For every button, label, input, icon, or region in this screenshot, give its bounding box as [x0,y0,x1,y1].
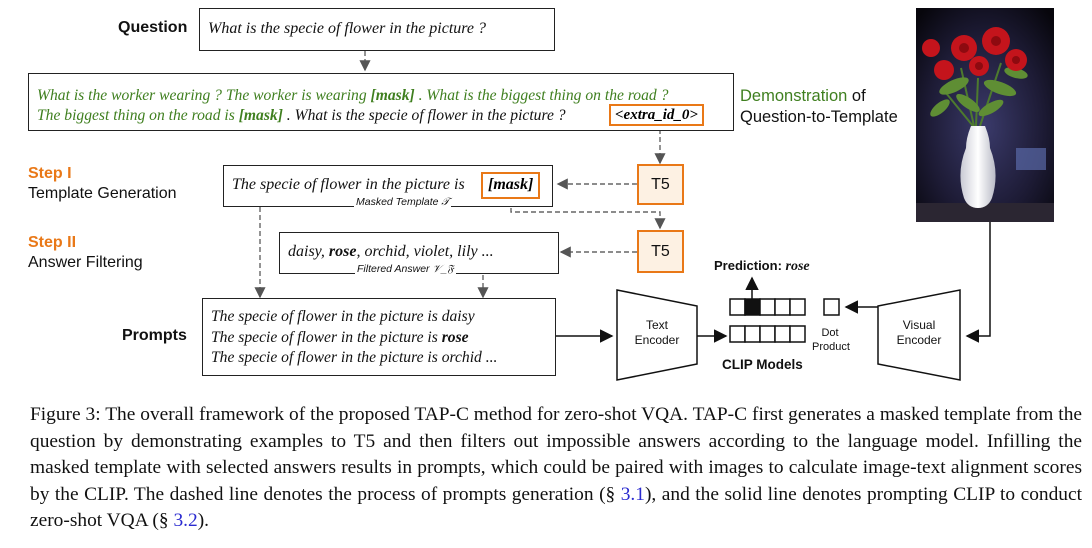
prompt-line: The specie of flower in the picture is r… [211,328,497,349]
dot-product-line: Product [812,341,850,353]
t5-model-box: T5 [637,164,684,205]
flower-vase-illustration [916,8,1054,222]
demo-line-1: What is the worker wearing ? The worker … [37,87,668,105]
demo-mask: [mask] [238,107,283,124]
prediction-prefix: Prediction: [714,258,786,273]
demo-text: . What is the biggest thing on the road … [414,87,669,104]
masked-template-text: The specie of flower in the picture is [232,176,465,194]
prediction-label: Prediction: rose [714,258,810,275]
answer-text: , orchid, violet, lily ... [356,243,494,260]
embedding-cell [774,298,791,316]
text-encoder-shape [616,289,698,381]
embedding-cell [774,325,791,343]
caption-text: Figure 3: The overall framework of the p… [30,404,1082,505]
clip-models-label: CLIP Models [722,357,803,372]
question-text: What is the specie of flower in the pict… [208,20,487,37]
demonstration-box: What is the worker wearing ? The worker … [28,73,734,131]
demonstration-label-word: Demonstration [740,87,848,105]
demonstration-label: Demonstration of Question-to-Template [740,86,898,128]
section-ref-link[interactable]: 3.1 [620,483,645,505]
t5-model-box: T5 [637,230,684,273]
answer-text: daisy, [288,243,329,260]
filtered-answers-text: daisy, rose, orchid, violet, lily ... [288,243,494,261]
prompt-line: The specie of flower in the picture is o… [211,349,498,366]
step2-name: Answer Filtering [28,254,143,271]
figure-caption: Figure 3: The overall framework of the p… [30,402,1082,535]
caption-text: ). [197,510,209,531]
prompt-text: The specie of flower in the picture is [211,328,442,346]
prompt-bold: rose [441,328,469,346]
embedding-cell [729,298,746,316]
prompt-line: The specie of flower in the picture is d… [211,308,475,325]
template-mask-token: [mask] [481,172,541,199]
visual-encoder-shape [877,289,961,381]
text-encoder-label: Text Encoder [617,318,697,348]
step1-name: Template Generation [28,185,177,202]
demo-text: What is the worker wearing ? The worker … [37,87,371,104]
extra-id-token: <extra_id_0> [609,104,704,126]
flower-vase-photo [916,8,1054,222]
step1-label: Step I [28,165,72,182]
visual-encoder-line: Encoder [896,333,942,347]
demonstration-label-line2: Question-to-Template [740,108,898,126]
visual-encoder-line: Visual [902,318,936,332]
arrow-image-to-visual-encoder [965,222,991,343]
section-ref-link[interactable]: 3.2 [173,510,198,531]
dot-product-label: Dot Product [812,326,850,354]
prediction-value: rose [785,259,810,274]
embedding-cell [759,325,776,343]
embedding-cell [744,325,761,343]
text-encoder-line: Encoder [634,333,680,347]
answer-bold: rose [328,243,357,260]
question-box: What is the specie of flower in the pict… [199,8,555,51]
prompts-label: Prompts [122,327,187,344]
masked-template-caption: Masked Template 𝒯 [354,196,452,209]
embedding-cell [789,325,806,343]
caption-text: ), and the solid line denotes prompting … [30,483,1082,532]
embedding-cell [759,298,776,316]
image-embedding-cell [823,298,840,316]
prompts-lines: The specie of flower in the picture is d… [211,307,497,369]
demonstration-label-of: of [847,87,866,105]
template-text: The specie of flower in the picture is [232,176,465,193]
demo-text: The biggest thing on the road is [37,107,239,124]
demo-line-2: The biggest thing on the road is [mask] … [37,107,566,125]
embedding-cell-selected [744,298,761,316]
step2-label: Step II [28,234,77,251]
dashed-mask-to-t5 [510,200,666,230]
embedding-cell [729,325,746,343]
demo-text: . What is the specie of flower in the pi… [282,107,566,124]
filtered-answer-caption: Filtered Answer 𝒱_𝔉 [355,263,456,276]
text-encoder-line: Text [645,318,668,332]
dot-product-line: Dot [821,327,839,339]
visual-encoder-label: Visual Encoder [878,318,960,348]
connector-lines [254,51,991,381]
prompts-box: The specie of flower in the picture is d… [202,298,556,376]
embedding-cell [789,298,806,316]
question-label: Question [118,19,188,36]
demo-mask: [mask] [370,87,415,104]
